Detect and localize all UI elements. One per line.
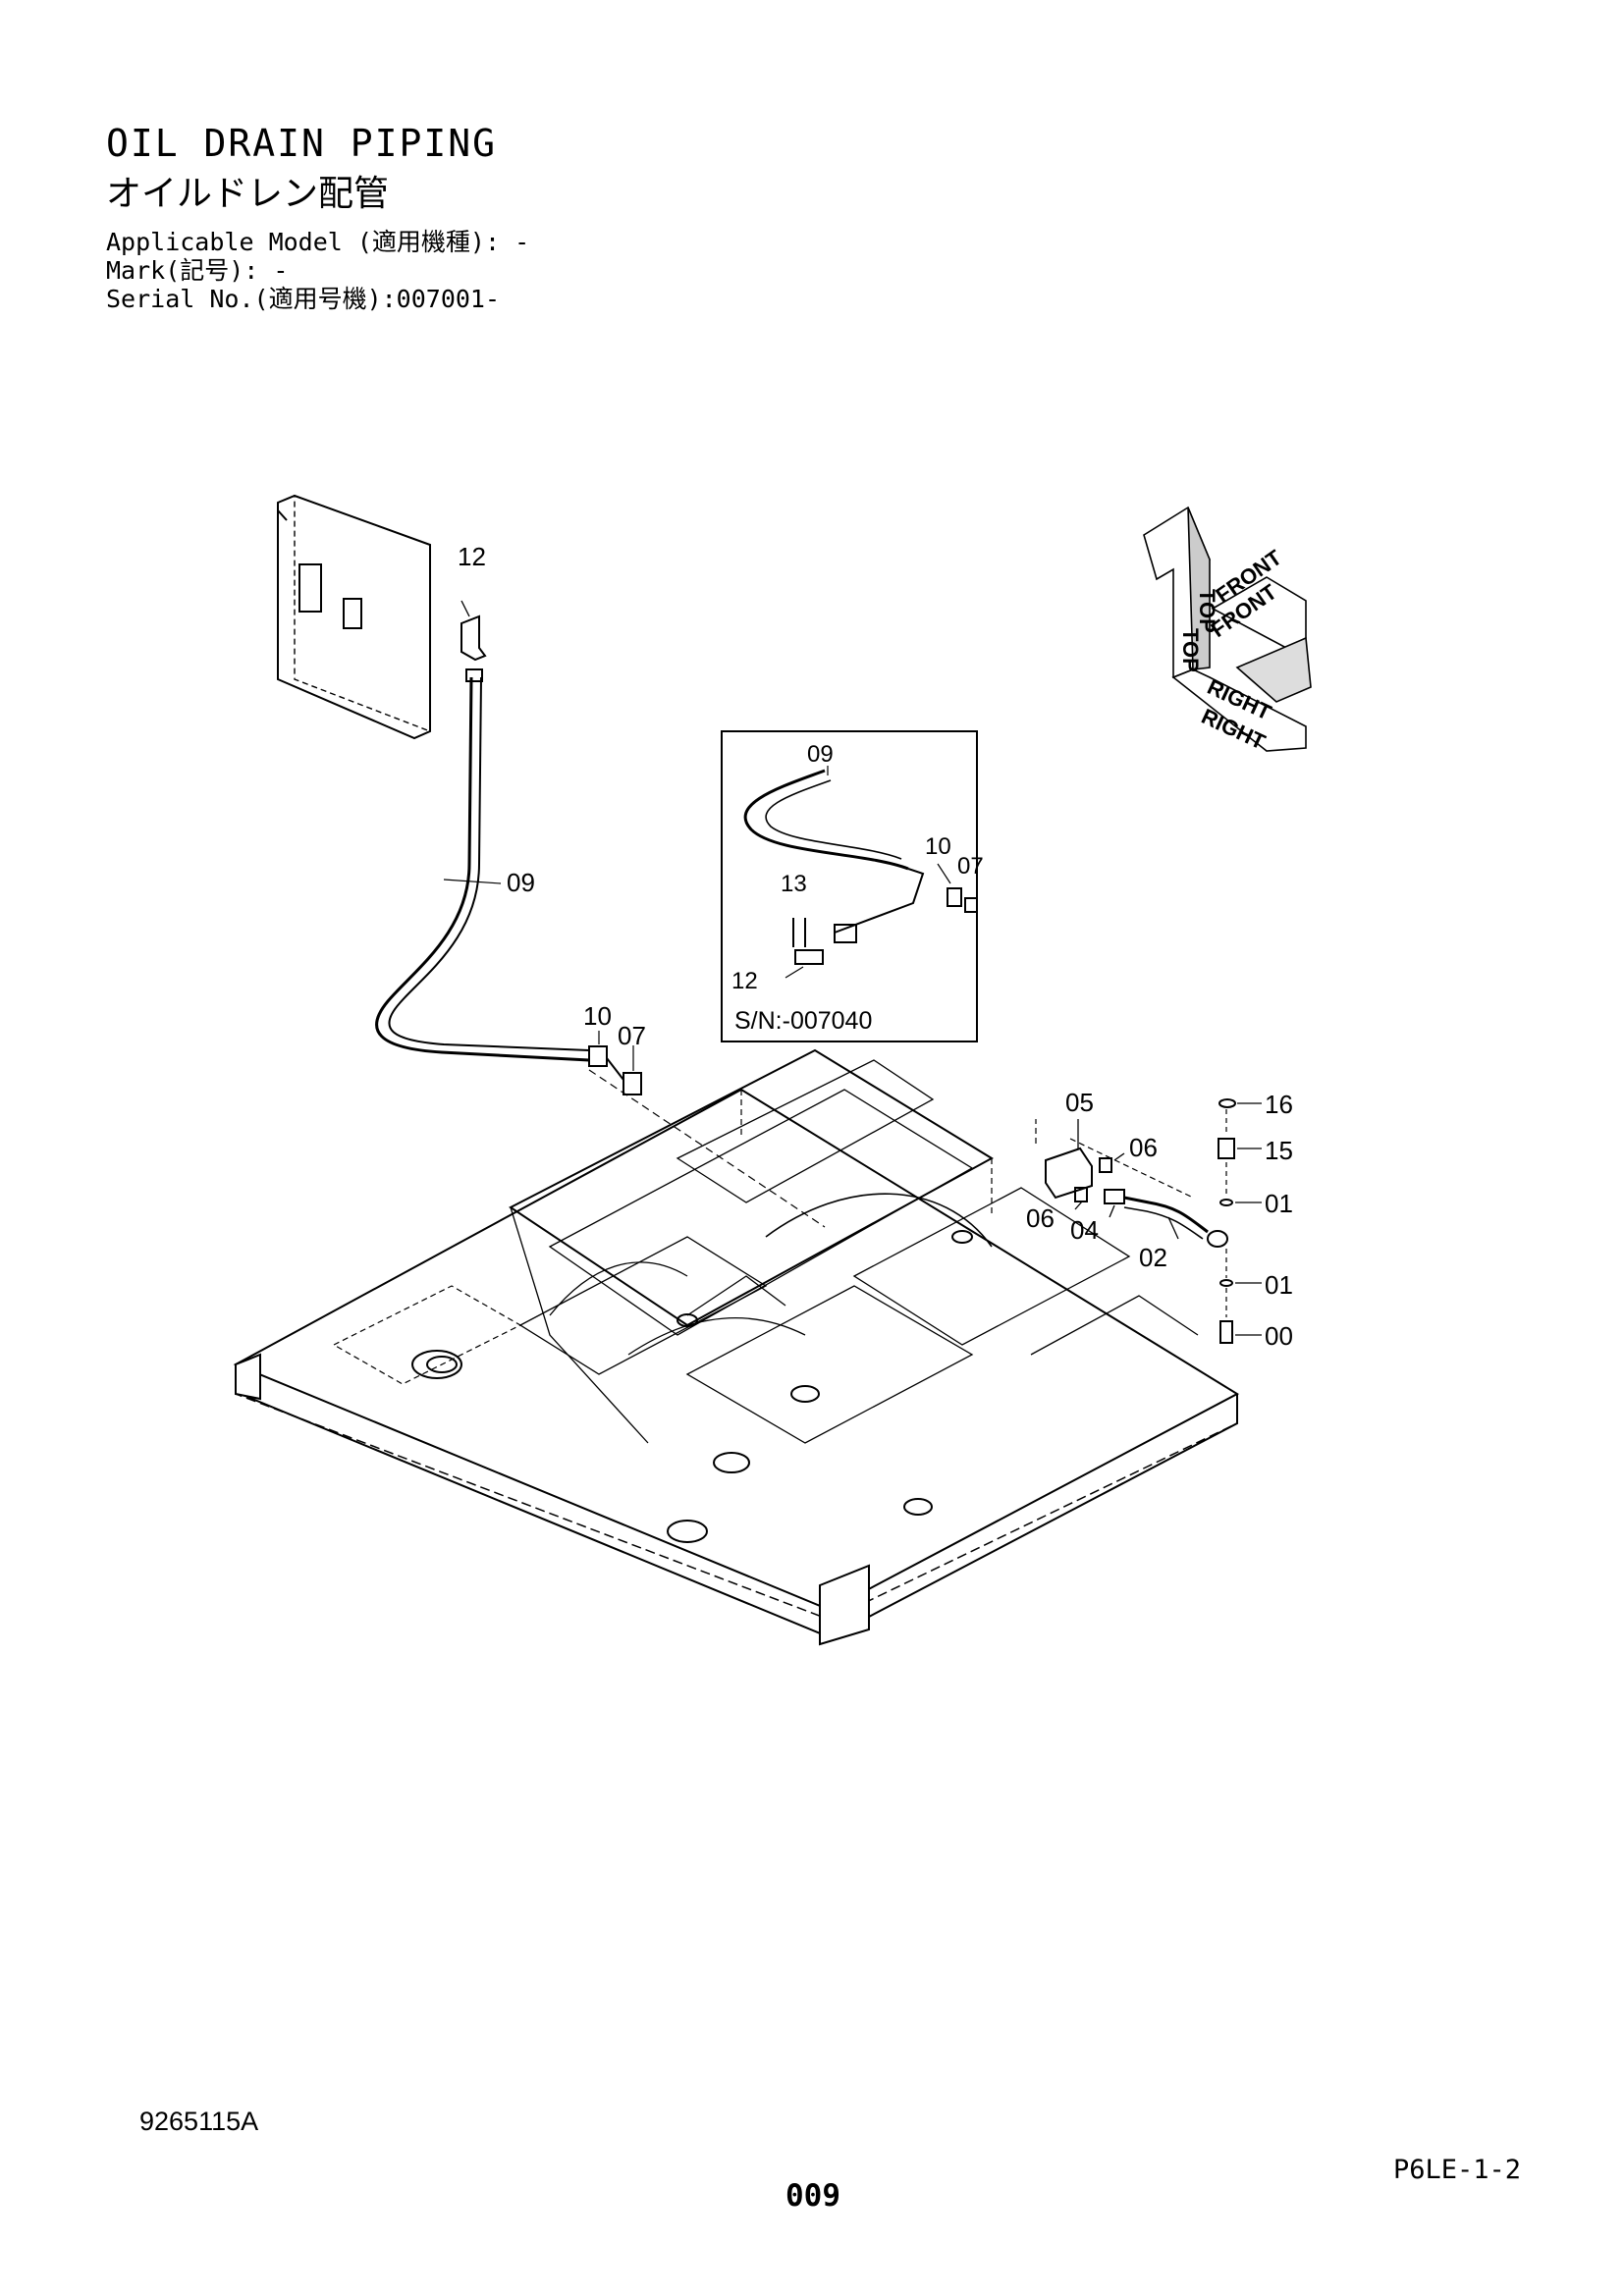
inset-callout-10: 10 [925,833,951,860]
document-number: 9265115A [139,2107,259,2136]
inset-callout-12: 12 [731,968,758,994]
section-code: P6LE-1-2 [1393,2155,1522,2185]
callout-10: 10 [583,1001,612,1031]
drain-hose [375,668,590,1062]
callout-05: 05 [1065,1088,1094,1117]
inset-frame [721,730,978,1042]
inset-labels: 09 10 07 13 12 S/N:-007040 [731,741,984,1035]
callout-04: 04 [1070,1215,1099,1245]
orientation-indicator [1143,506,1312,752]
callout-numbers: 12 09 10 07 05 06 06 04 02 16 15 01 01 0… [458,542,1293,1351]
callout-09: 09 [507,868,535,897]
inset-callout-09: 09 [807,741,834,768]
callout-01-lower: 01 [1265,1270,1293,1300]
inset-serial-note: S/N:-007040 [734,1007,872,1035]
callout-06-right: 06 [1129,1133,1158,1162]
fittings-10-07 [588,1031,642,1095]
callout-01-upper: 01 [1265,1189,1293,1218]
applicable-model: Applicable Model (適用機種): - [106,228,530,256]
callout-02: 02 [1139,1243,1167,1272]
inset-callout-13: 13 [781,871,807,897]
bracket-part [460,600,487,662]
callout-07: 07 [618,1021,646,1050]
panel-drawing [277,494,431,740]
callout-15: 15 [1265,1136,1293,1165]
machine-frame [233,1048,1240,1646]
orientation-top-label: TOP [1178,628,1203,672]
serial-number: Serial No.(適用号機):007001- [106,285,501,313]
right-drain-assembly [1035,1119,1228,1248]
page-title: OIL DRAIN PIPING [106,122,498,165]
leader-lines [1074,1102,1262,1336]
inset-callout-07: 07 [957,853,984,880]
drain-plug-stack [1218,1098,1236,1344]
inset-hose [743,766,978,979]
callout-16: 16 [1265,1090,1293,1119]
callout-00: 00 [1265,1321,1293,1351]
callout-12: 12 [458,542,486,571]
mark: Mark(記号): - [106,256,289,285]
callout-06-left: 06 [1026,1203,1055,1233]
orientation-top-label-2: TOP [1195,589,1219,633]
page-title-japanese: オイルドレン配管 [106,174,390,214]
page-number: 009 [785,2178,840,2214]
